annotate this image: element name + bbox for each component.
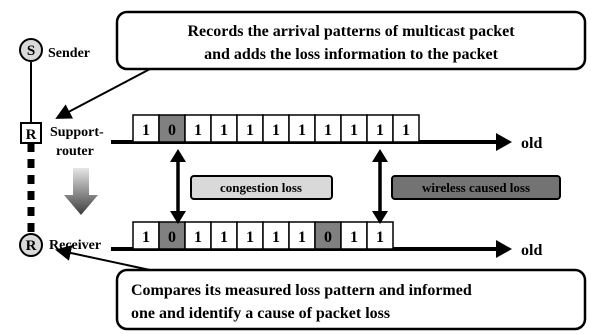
router-packet-cell: [314, 114, 342, 143]
router-packet-bit: 1: [402, 122, 410, 139]
sender-symbol: S: [27, 43, 35, 59]
bottom-callout-pointer: [55, 245, 151, 271]
receiver-packet-cell: [288, 221, 316, 250]
receiver-packet-bit: 1: [246, 229, 254, 246]
router-packet-bit: 1: [324, 122, 332, 139]
flow-down-arrow-icon: [64, 168, 98, 215]
router-packet-cell: [366, 114, 394, 143]
router-packet-cell: [184, 114, 212, 143]
router-packet-bit: 1: [194, 122, 202, 139]
wireless-loss-box: [391, 175, 561, 200]
receiver-symbol: R: [26, 238, 37, 254]
router-timeline-arrowhead-icon: [496, 133, 512, 151]
router-packet-bit: 1: [350, 122, 358, 139]
top-callout-line2: and adds the loss information to the pac…: [204, 46, 498, 63]
receiver-packet-bit: 1: [220, 229, 228, 246]
router-packet-cell: [340, 114, 368, 143]
congestion-loss-box: [190, 175, 333, 200]
router-packet-cell: [288, 114, 316, 143]
wireless-compare-arrow-down-icon: [372, 211, 388, 224]
router-packet-bit: 1: [272, 122, 280, 139]
router-node: R: [20, 122, 42, 144]
receiver-packet-sequence: 1 0 1 1 1 1 1 0 1 1: [132, 221, 394, 250]
sender-node: S: [19, 38, 43, 62]
receiver-timeline-arrowhead-icon: [496, 240, 512, 258]
bottom-callout-line2: one and identify a cause of packet loss: [131, 305, 390, 322]
receiver-packet-cell: [236, 221, 264, 250]
receiver-packet-bit: 1: [272, 229, 280, 246]
top-callout-box: [115, 10, 587, 71]
router-packet-bit: 1: [142, 122, 150, 139]
router-packet-sequence: 1 0 1 1 1 1 1 1 1 1 1: [132, 114, 420, 143]
wireless-loss-label: wireless caused loss: [422, 180, 530, 195]
router-packet-bit: 1: [246, 122, 254, 139]
router-label-line1: Support-: [50, 125, 104, 140]
receiver-packet-cell: [340, 221, 368, 250]
receiver-packet-bit: 1: [194, 229, 202, 246]
router-packet-bit: 1: [376, 122, 384, 139]
bottom-callout-box: [115, 268, 587, 331]
receiver-packet-bit: 1: [142, 229, 150, 246]
receiver-packet-cell: [314, 221, 342, 250]
router-sequence-end-label: old: [521, 135, 542, 152]
receiver-packet-bit: 0: [168, 229, 176, 246]
sender-label: Sender: [48, 46, 90, 61]
router-symbol: R: [26, 127, 37, 143]
router-label-line2: router: [56, 144, 94, 159]
wireless-compare-arrow-up-icon: [372, 149, 388, 162]
top-callout-line1: Records the arrival patterns of multicas…: [187, 23, 515, 40]
router-packet-cell: [132, 114, 160, 143]
receiver-node: R: [19, 233, 43, 257]
receiver-sequence-end-label: old: [521, 242, 542, 259]
router-packet-bit: 1: [220, 122, 228, 139]
receiver-packet-bit: 1: [350, 229, 358, 246]
receiver-packet-bit: 0: [324, 229, 332, 246]
congestion-loss-label: congestion loss: [220, 180, 302, 195]
receiver-packet-cell: [158, 221, 186, 250]
congestion-compare-arrow-up-icon: [170, 149, 186, 162]
receiver-label: Receiver: [49, 238, 101, 253]
router-packet-bit: 1: [298, 122, 306, 139]
receiver-packet-bit: 1: [298, 229, 306, 246]
router-packet-bit: 0: [168, 122, 176, 139]
bottom-callout-line1: Compares its measured loss pattern and i…: [131, 282, 472, 299]
congestion-compare-arrow-down-icon: [170, 211, 186, 224]
top-callout-pointer: [55, 68, 151, 119]
receiver-packet-bit: 1: [376, 229, 384, 246]
receiver-packet-cell: [210, 221, 238, 250]
router-packet-cell: [392, 114, 420, 143]
